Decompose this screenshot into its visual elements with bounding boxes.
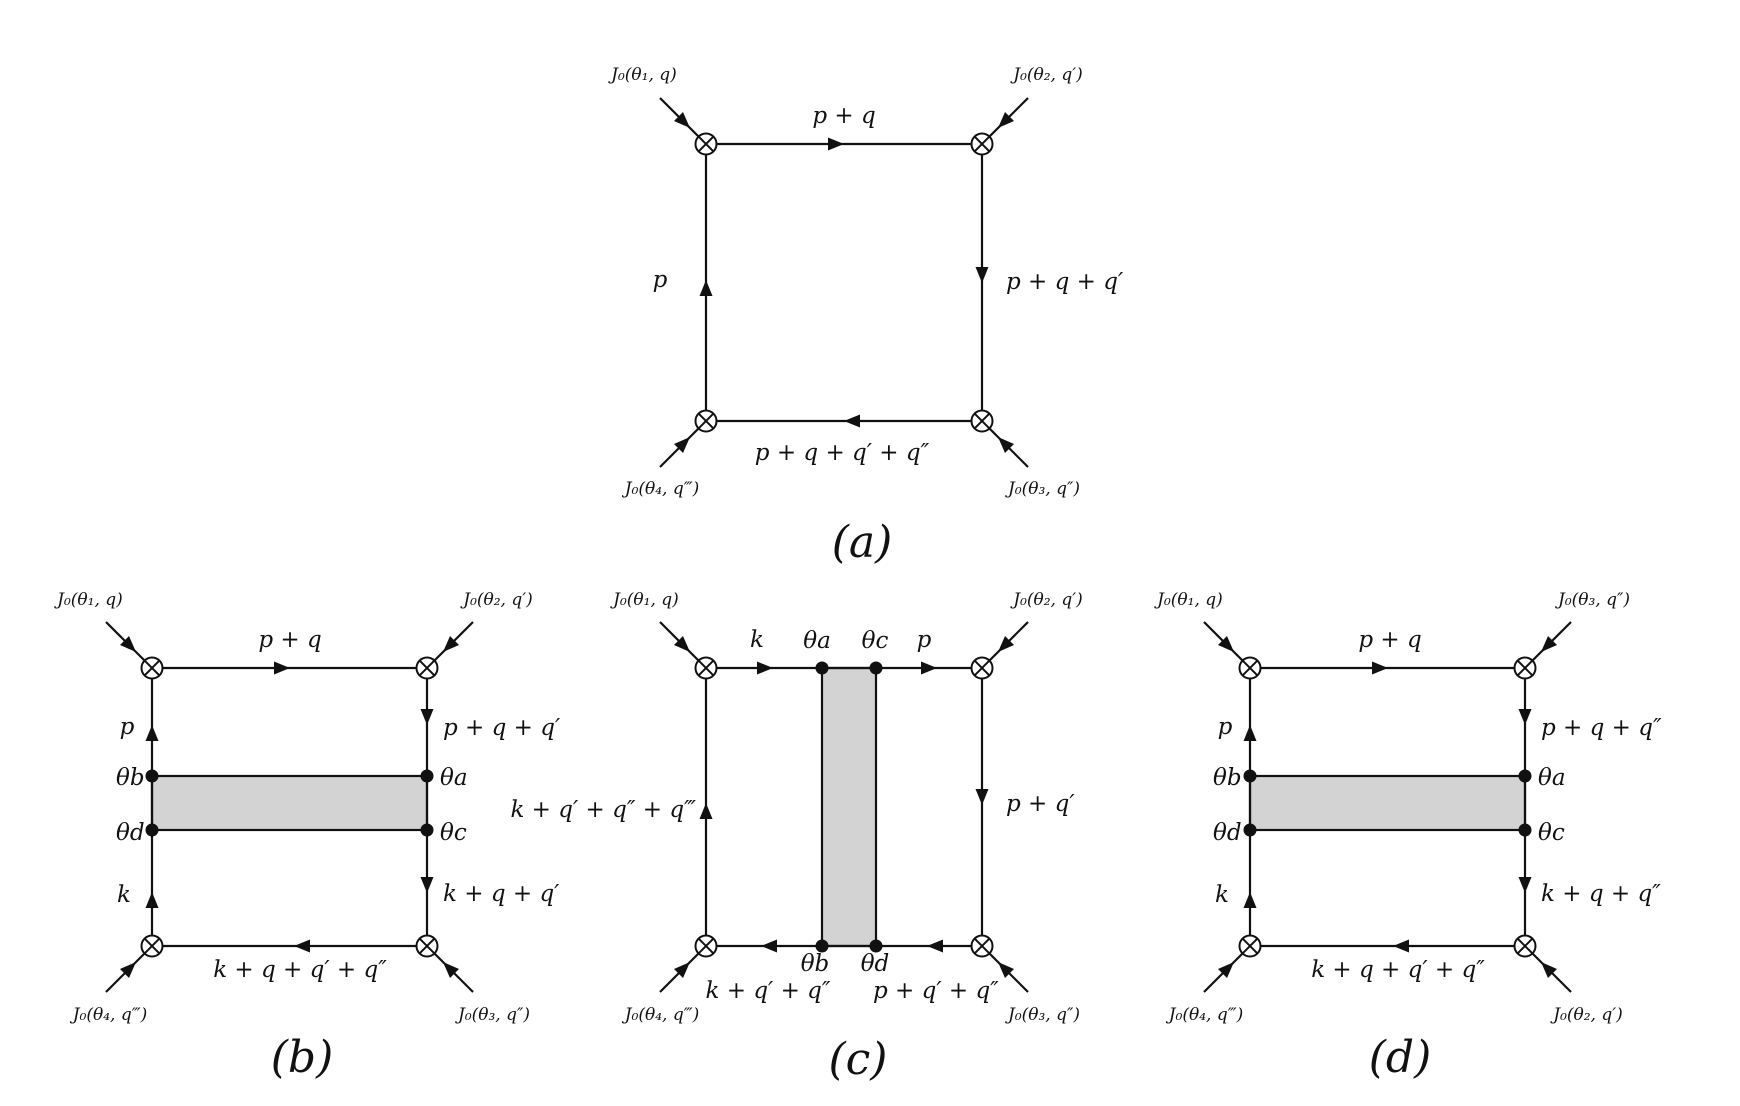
source-label-br: J₀(θ₃, q″): [1005, 479, 1080, 499]
source-label-bl: J₀(θ₄, q‴): [622, 479, 699, 499]
source-label-tl: J₀(θ₁, q): [1154, 590, 1223, 610]
source-label-tr: J₀(θ₂, q′): [460, 590, 533, 610]
theta-b-label: θb: [1213, 765, 1242, 791]
arrow-top: [828, 137, 844, 151]
current-vertex-bl: [694, 409, 718, 433]
theta-d-label: θd: [1213, 820, 1242, 846]
current-vertex-br: [1513, 934, 1537, 958]
caption-d: (d): [1369, 1032, 1432, 1083]
arrow-right: [975, 267, 989, 283]
theta-d-label: θd: [861, 951, 890, 977]
momentum-label-left-lower: k: [117, 882, 131, 908]
source-label-tl: J₀(θ₁, q): [54, 590, 123, 610]
source-label-tr: J₀(θ₃, q″): [1555, 590, 1630, 610]
arrow-ext-tl: [674, 112, 690, 128]
blob-band-b: [150, 774, 429, 832]
momentum-label-left-upper: p: [1218, 714, 1233, 740]
theta-d-dot: [869, 939, 883, 953]
arrow-ext-br: [998, 437, 1014, 453]
theta-a-dot: [1518, 769, 1532, 783]
momentum-label-top-right: p: [917, 627, 932, 653]
theta-a-dot: [420, 769, 434, 783]
source-label-br: J₀(θ₃, q″): [1005, 1005, 1080, 1025]
current-vertex-tr: [1513, 656, 1537, 680]
momentum-label-top: p + q: [258, 627, 321, 653]
source-label-bl: J₀(θ₄, q‴): [622, 1005, 699, 1025]
momentum-label-left-lower: k: [1215, 882, 1229, 908]
arrow-ext-tr: [998, 112, 1014, 128]
source-label-tr: J₀(θ₂, q′): [1010, 65, 1083, 85]
theta-c-dot: [869, 661, 883, 675]
theta-b-dot: [145, 769, 159, 783]
arrow-ext-bl: [674, 437, 690, 453]
caption-c: (c): [829, 1034, 888, 1085]
momentum-label-left: p: [653, 267, 668, 293]
theta-b-dot: [815, 939, 829, 953]
theta-a-label: θa: [440, 765, 468, 791]
theta-a-label: θa: [1538, 765, 1566, 791]
current-vertex-tr: [970, 656, 994, 680]
current-vertex-tl: [694, 132, 718, 156]
current-vertex-br: [970, 934, 994, 958]
theta-c-label: θc: [440, 820, 467, 846]
current-vertex-tl: [1238, 656, 1262, 680]
theta-c-dot: [420, 823, 434, 837]
arrow-left: [699, 280, 713, 296]
current-vertex-bl: [1238, 934, 1262, 958]
momentum-label-right-lower: k + q + q′: [443, 881, 560, 907]
momentum-label-left: k + q′ + q″ + q‴: [510, 797, 696, 823]
momentum-label-bottom: p + q + q′ + q″: [755, 440, 930, 466]
diagram-a: [659, 97, 1029, 468]
theta-d-dot: [1243, 823, 1257, 837]
source-label-br: J₀(θ₂, q′): [1550, 1005, 1623, 1025]
momentum-label-bottom: k + q + q′ + q″: [213, 957, 387, 983]
momentum-label-left-upper: p: [120, 714, 135, 740]
momentum-label-top: p + q: [812, 103, 875, 129]
momentum-label-bottom-right: p + q′ + q″: [873, 978, 999, 1004]
current-vertex-br: [415, 934, 439, 958]
momentum-label-top-left: k: [750, 627, 764, 653]
arrow-bottom: [844, 414, 860, 428]
theta-c-label: θc: [862, 628, 889, 654]
theta-b-label: θb: [801, 951, 830, 977]
momentum-label-bottom-left: k + q′ + q″: [706, 978, 831, 1004]
momentum-label-right-upper: p + q + q′: [443, 715, 561, 741]
momentum-label-right-upper: p + q + q″: [1541, 715, 1662, 741]
blob-band-d: [1248, 774, 1527, 832]
current-vertex-tl: [140, 656, 164, 680]
theta-c-dot: [1518, 823, 1532, 837]
theta-d-dot: [145, 823, 159, 837]
current-vertex-bl: [694, 934, 718, 958]
source-label-br: J₀(θ₃, q″): [455, 1005, 530, 1025]
source-label-tl: J₀(θ₁, q): [610, 590, 679, 610]
source-label-tr: J₀(θ₂, q′): [1010, 590, 1083, 610]
current-vertex-tr: [970, 132, 994, 156]
source-label-bl: J₀(θ₄, q‴): [70, 1005, 147, 1025]
momentum-label-top: p + q: [1358, 627, 1421, 653]
theta-d-label: θd: [116, 820, 145, 846]
theta-b-dot: [1243, 769, 1257, 783]
momentum-label-bottom: k + q + q′ + q″: [1311, 957, 1485, 983]
momentum-label-right: p + q + q′: [1006, 269, 1124, 295]
source-label-tl: J₀(θ₁, q): [608, 65, 677, 85]
momentum-label-right: p + q′: [1006, 791, 1075, 817]
theta-a-label: θa: [803, 628, 831, 654]
caption-b: (b): [271, 1032, 334, 1083]
theta-b-label: θb: [116, 765, 145, 791]
current-vertex-tr: [415, 656, 439, 680]
current-vertex-bl: [140, 934, 164, 958]
current-vertex-tl: [694, 656, 718, 680]
theta-c-label: θc: [1538, 820, 1565, 846]
blob-band-c: [820, 666, 878, 948]
theta-a-dot: [815, 661, 829, 675]
momentum-label-right-lower: k + q + q″: [1541, 881, 1661, 907]
caption-a: (a): [832, 517, 893, 568]
source-label-bl: J₀(θ₄, q‴): [1166, 1005, 1243, 1025]
current-vertex-br: [970, 409, 994, 433]
